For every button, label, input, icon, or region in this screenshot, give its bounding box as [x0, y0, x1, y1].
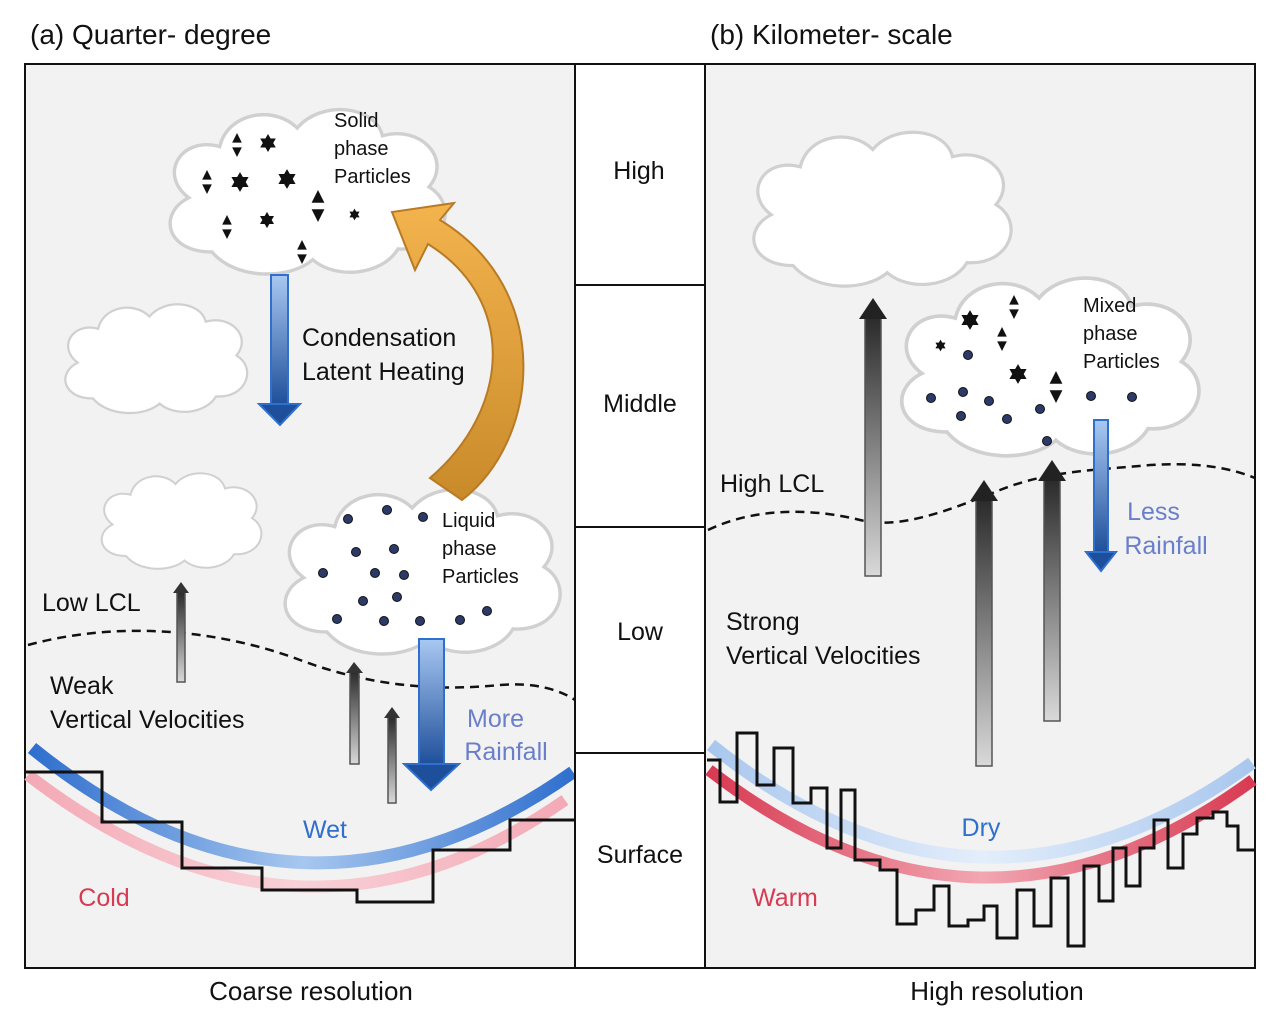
warm-label: Warm — [752, 884, 818, 912]
coarse-terrain — [25, 770, 575, 904]
fine-terrain — [707, 731, 1255, 948]
cold-curve — [24, 770, 569, 893]
panel-right: (b) Kilometer- scale High resolution Mix… — [704, 19, 1257, 1006]
dry-label: Dry — [962, 814, 1001, 842]
mixed-particles — [926, 295, 1137, 446]
level-high: High — [613, 157, 664, 185]
dry-curve — [706, 739, 1256, 864]
level-middle: Middle — [603, 390, 677, 418]
level-low: Low — [617, 618, 664, 646]
strong-updrafts — [859, 298, 1066, 767]
panel-right-title: (b) Kilometer- scale — [710, 19, 953, 50]
lcl-line-right — [707, 462, 1256, 532]
panel-left: (a) Quarter- degree Coarse resolution So… — [24, 19, 577, 1006]
low-lcl-label: Low LCL — [42, 589, 141, 617]
strong-velocity-label: Strong Vertical Velocities — [726, 608, 921, 670]
feedback-arrow — [390, 201, 525, 502]
condensation-label: Condensation Latent Heating — [302, 324, 465, 386]
liquid-phase-label: Liquid phase Particles — [442, 510, 519, 588]
level-surface: Surface — [597, 841, 683, 869]
liquid-particles — [318, 505, 492, 626]
less-rainfall-label: Less Rainfall — [1124, 498, 1207, 560]
weak-velocity-label: Weak Vertical Velocities — [50, 672, 245, 734]
weak-updrafts — [173, 582, 400, 804]
panel-right-caption: High resolution — [910, 976, 1083, 1006]
high-lcl-label: High LCL — [720, 470, 824, 498]
more-rainfall-label: More Rainfall — [464, 705, 547, 766]
wet-label: Wet — [303, 816, 347, 844]
condensation-arrow — [256, 274, 303, 427]
more-rainfall-arrow — [401, 638, 462, 792]
cold-label: Cold — [78, 884, 129, 912]
wet-curve — [27, 742, 577, 870]
less-rainfall-arrow — [1083, 419, 1119, 573]
panel-left-title: (a) Quarter- degree — [30, 19, 271, 50]
warm-curve — [705, 765, 1257, 884]
panel-left-caption: Coarse resolution — [209, 976, 413, 1006]
solid-phase-label: Solid phase Particles — [334, 110, 411, 188]
level-column: High Middle Low Surface — [574, 63, 706, 969]
mixed-phase-label: Mixed phase Particles — [1083, 295, 1160, 373]
